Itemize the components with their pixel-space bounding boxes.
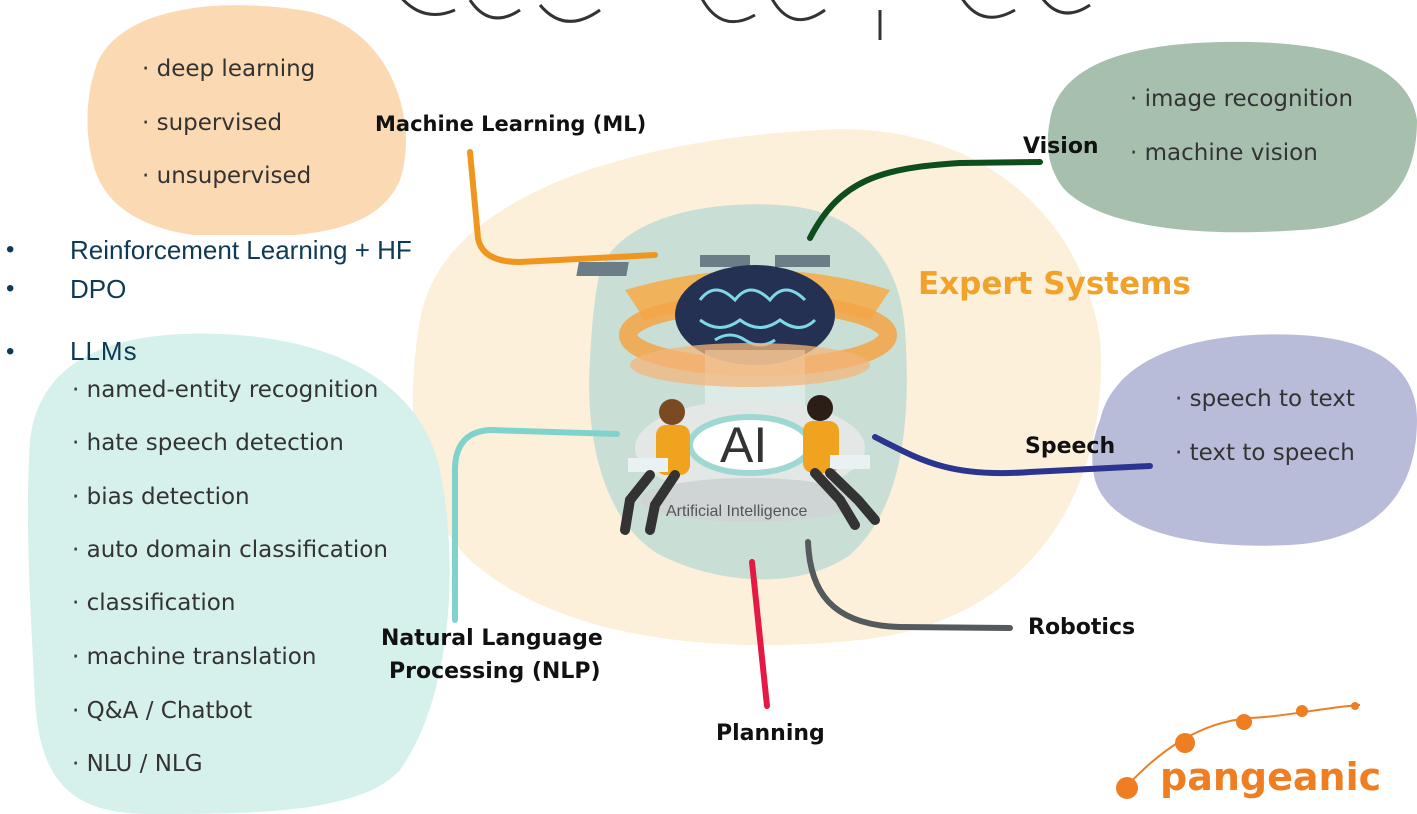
nlp-item: · classification — [72, 590, 236, 616]
speech-item: · speech to text — [1175, 386, 1355, 412]
nlp-blob — [27, 333, 450, 814]
planning-connector-line — [749, 559, 770, 709]
nlp-item: · hate speech detection — [72, 430, 344, 456]
ml-blob — [87, 5, 406, 239]
pangeanic-logo-mark — [1116, 702, 1361, 799]
slide-bullet-rlhf: Reinforcement Learning + HF — [70, 235, 416, 266]
vision-item: · machine vision — [1130, 140, 1318, 166]
nlp-item: · Q&A / Chatbot — [72, 698, 253, 724]
nlp-connector-line — [452, 426, 620, 623]
nlp-item: · named-entity recognition — [72, 377, 379, 403]
nlp-label-line2: Processing (NLP) — [389, 659, 601, 684]
nlp-item: · bias detection — [72, 484, 250, 510]
robotics-label: Robotics — [1028, 615, 1136, 640]
speech-connector-line — [872, 434, 1153, 477]
slide-bullet-llms: LLMs — [70, 336, 138, 366]
nlp-label-line1: Natural Language — [381, 626, 603, 651]
ai-illustration — [576, 255, 897, 535]
vision-item: · image recognition — [1130, 86, 1354, 112]
title-fragment — [401, 0, 1091, 40]
planning-label: Planning — [716, 721, 825, 746]
vision-blob — [1047, 41, 1417, 233]
vision-label: Vision — [1023, 134, 1099, 159]
nlp-item: · machine translation — [72, 644, 317, 670]
ai-subtitle: Artificial Intelligence — [666, 503, 808, 520]
ai-label: AI — [720, 417, 768, 473]
robotics-connector-line — [805, 539, 1013, 631]
ml-connector-line — [467, 149, 658, 266]
slide-bullet-dot: • — [6, 236, 15, 263]
slide-bullet-dpo: DPO — [70, 274, 127, 304]
vision-connector-line — [807, 159, 1043, 241]
expert-systems-label: Expert Systems — [918, 266, 1191, 302]
nlp-item: · NLU / NLG — [72, 751, 203, 777]
slide-bullet-dot: • — [6, 275, 15, 302]
pangeanic-logo-text: pangeanic — [1160, 755, 1382, 799]
speech-blob — [1092, 334, 1417, 546]
ml-item: · unsupervised — [142, 163, 312, 189]
slide-bullet-dot: • — [6, 338, 15, 365]
nlp-item: · auto domain classification — [72, 537, 388, 563]
ml-item: · deep learning — [142, 56, 316, 82]
ml-item: · supervised — [142, 110, 283, 136]
speech-item: · text to speech — [1175, 440, 1355, 466]
speech-label: Speech — [1025, 434, 1116, 459]
ml-label: Machine Learning (ML) — [375, 112, 647, 136]
